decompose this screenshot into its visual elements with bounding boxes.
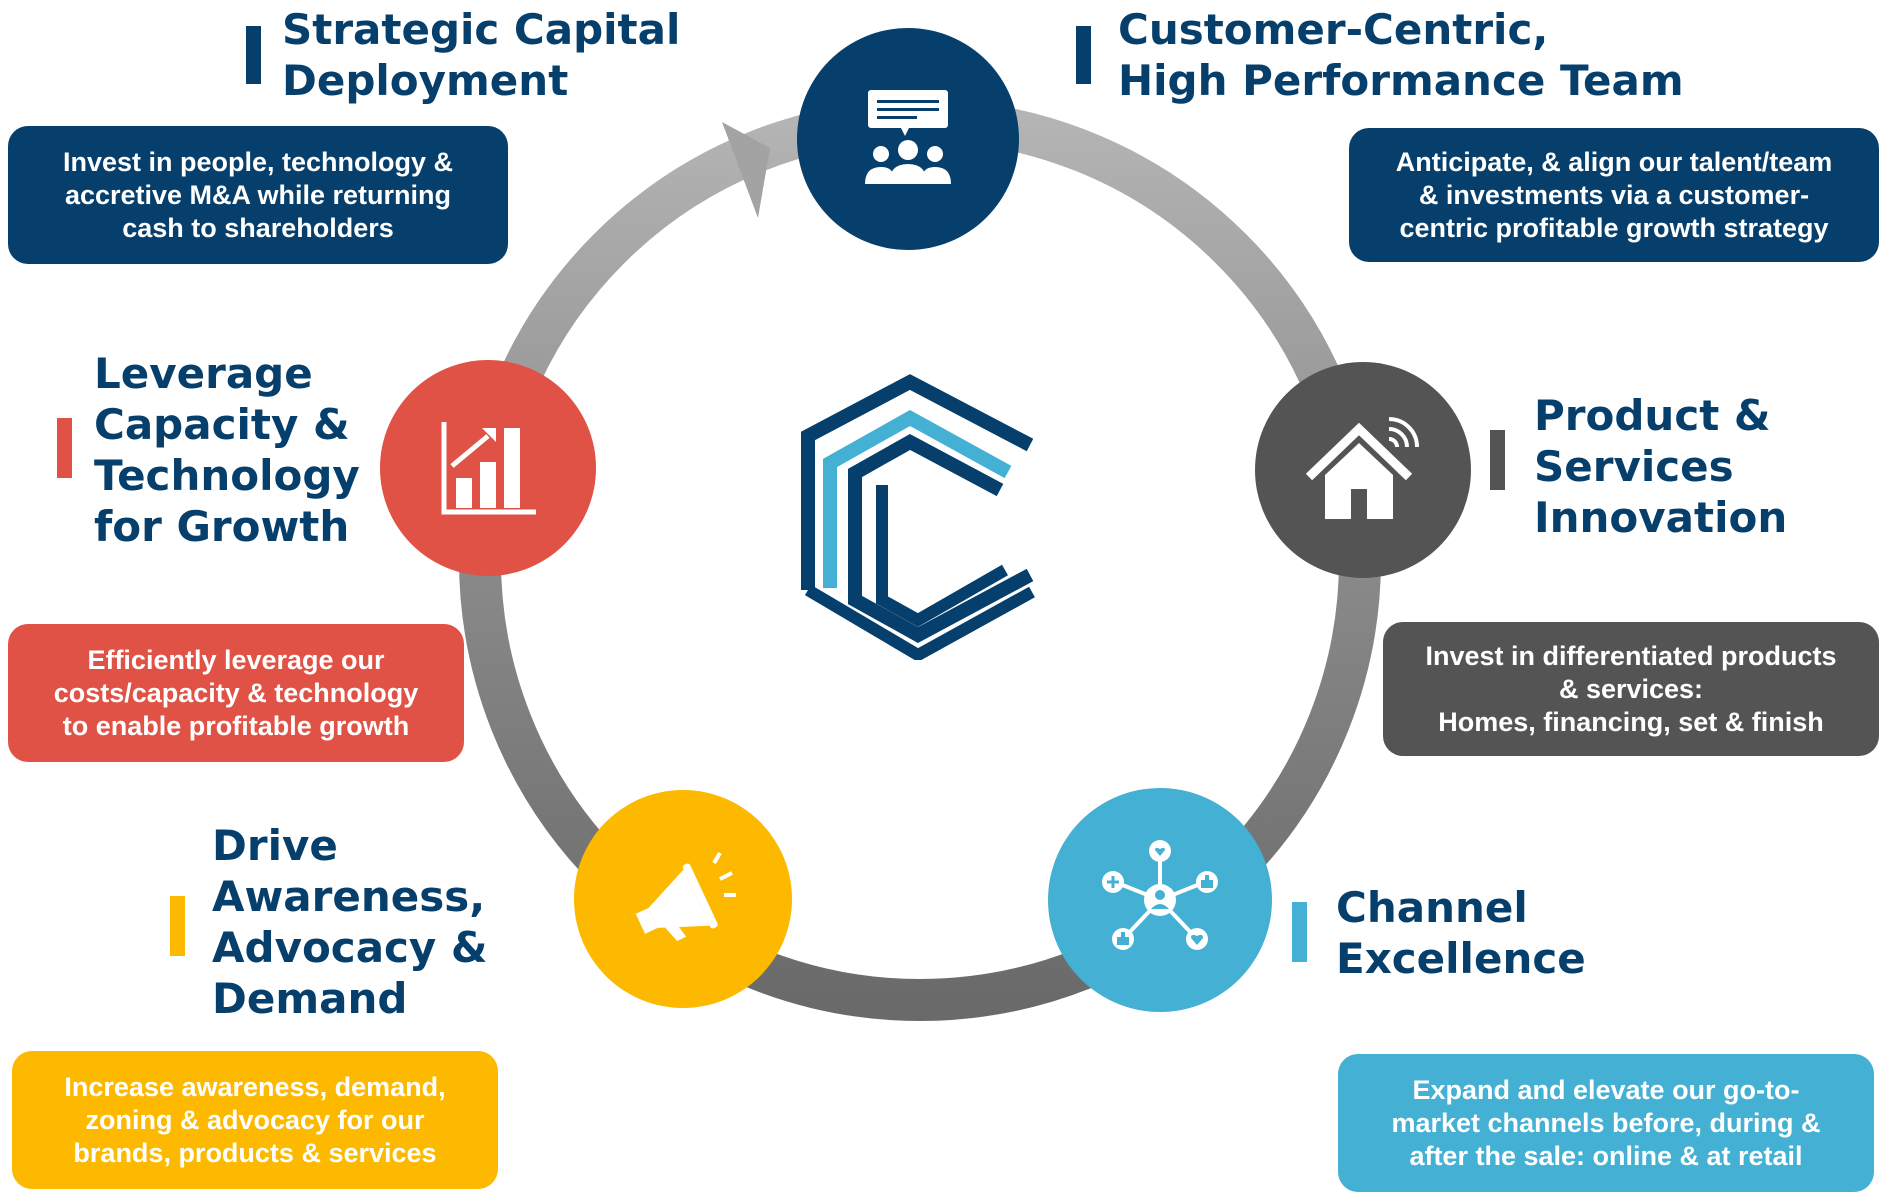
title-line: Strategic Capital xyxy=(282,5,681,54)
desc-line: & services: xyxy=(1558,673,1704,704)
title-line: Customer-Centric, xyxy=(1118,5,1549,54)
node-channel xyxy=(1048,788,1272,1012)
title-line: Product & xyxy=(1534,391,1771,440)
title-line: Awareness, xyxy=(212,872,486,921)
channel-desc-box: Expand and elevate our go-to- market cha… xyxy=(1338,1054,1874,1192)
title-line: High Performance Team xyxy=(1118,56,1684,105)
leverage-accent-bar xyxy=(57,418,72,478)
desc-line: Anticipate, & align our talent/team xyxy=(1395,146,1833,177)
company-c-logo xyxy=(801,374,1035,660)
smart-home-icon xyxy=(1305,417,1419,519)
leverage-desc-box: Efficiently leverage our costs/capacity … xyxy=(8,624,464,762)
title-line: Innovation xyxy=(1534,493,1788,542)
ring-arrowhead-tip xyxy=(722,122,770,218)
desc-line: accretive M&A while returning xyxy=(64,179,452,210)
growth-chart-icon xyxy=(441,422,536,515)
desc-line: zoning & advocacy for our xyxy=(85,1104,425,1135)
channel-title: Channel Excellence xyxy=(1336,882,1586,984)
title-line: for Growth xyxy=(94,502,350,551)
product-title: Product & Services Innovation xyxy=(1534,390,1787,543)
customer-desc-box: Anticipate, & align our talent/team & in… xyxy=(1349,128,1879,262)
desc-line: Increase awareness, demand, xyxy=(64,1071,446,1102)
product-desc-box: Invest in differentiated products & serv… xyxy=(1383,622,1879,756)
drive-desc-box: Increase awareness, demand, zoning & adv… xyxy=(12,1051,498,1189)
title-line: Services xyxy=(1534,442,1734,491)
title-line: Capacity & xyxy=(94,400,350,449)
node-team xyxy=(797,28,1019,250)
title-line: Technology xyxy=(94,451,360,500)
title-line: Leverage xyxy=(94,349,313,398)
desc-line: Homes, financing, set & finish xyxy=(1438,706,1824,737)
drive-accent-bar xyxy=(170,896,185,956)
desc-line: costs/capacity & technology xyxy=(53,677,419,708)
desc-line: Efficiently leverage our xyxy=(87,644,385,675)
desc-line: after the sale: online & at retail xyxy=(1409,1140,1803,1171)
channel-accent-bar xyxy=(1292,902,1307,962)
desc-line: brands, products & services xyxy=(73,1137,437,1168)
drive-title: Drive Awareness, Advocacy & Demand xyxy=(212,820,488,1024)
title-line: Drive xyxy=(212,821,338,870)
title-line: Demand xyxy=(212,974,408,1023)
desc-line: Invest in differentiated products xyxy=(1425,640,1837,671)
desc-line: to enable profitable growth xyxy=(62,710,410,741)
megaphone-icon xyxy=(635,851,736,941)
desc-line: Invest in people, technology & xyxy=(62,146,454,177)
node-drive xyxy=(574,790,792,1008)
title-line: Deployment xyxy=(282,56,569,105)
desc-line: cash to shareholders xyxy=(122,212,394,243)
desc-line: Expand and elevate our go-to- xyxy=(1412,1074,1800,1105)
strategic-desc-box: Invest in people, technology & accretive… xyxy=(8,126,508,264)
strategic-title: Strategic Capital Deployment xyxy=(282,4,680,106)
team-presentation-icon xyxy=(865,90,951,184)
title-line: Excellence xyxy=(1336,934,1586,983)
product-accent-bar xyxy=(1490,430,1505,490)
customer-accent-bar xyxy=(1076,26,1091,84)
desc-line: market channels before, during & xyxy=(1391,1107,1821,1138)
node-leverage xyxy=(380,360,596,576)
desc-line: & investments via a customer- xyxy=(1418,179,1810,210)
customer-title: Customer-Centric, High Performance Team xyxy=(1118,4,1684,106)
node-product xyxy=(1255,362,1471,578)
title-line: Channel xyxy=(1336,883,1528,932)
desc-line: centric profitable growth strategy xyxy=(1399,212,1829,243)
strategic-accent-bar xyxy=(246,26,261,84)
leverage-title: Leverage Capacity & Technology for Growt… xyxy=(94,348,360,552)
social-network-icon xyxy=(1102,840,1218,950)
title-line: Advocacy & xyxy=(212,923,488,972)
